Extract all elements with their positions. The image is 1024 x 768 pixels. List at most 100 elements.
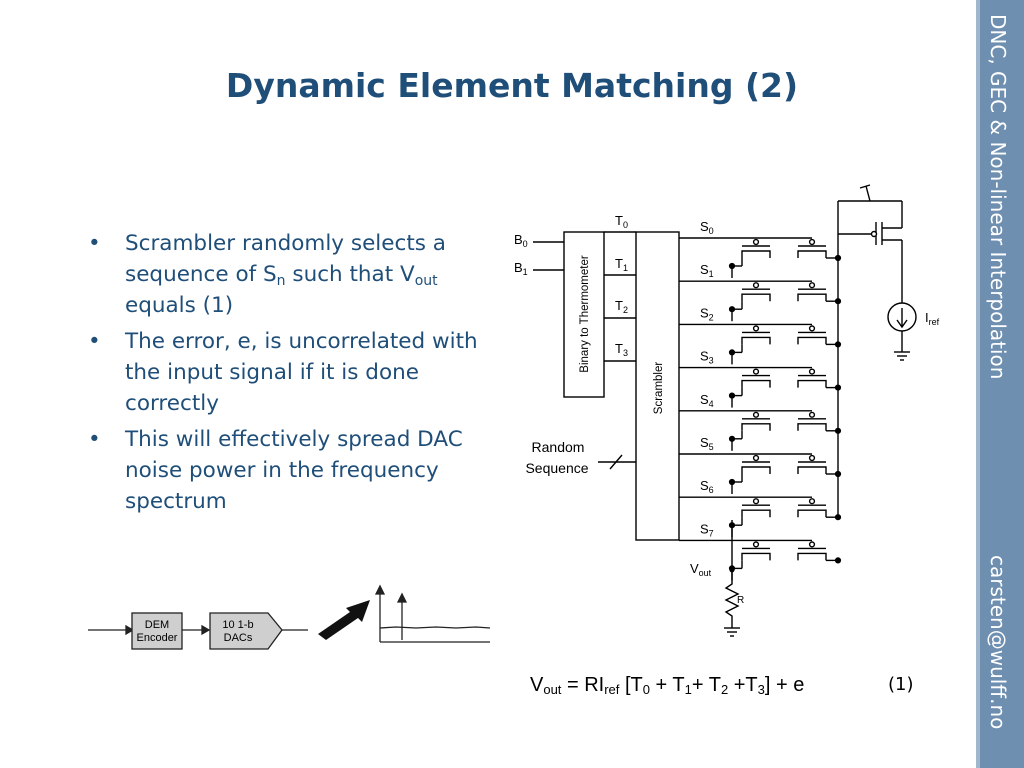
switch-gate-bubble	[808, 411, 816, 418]
bullet-text: This will effectively spread DAC noise p…	[125, 427, 463, 514]
switch-channel	[797, 423, 827, 431]
s-label: S0	[700, 219, 714, 236]
dac-label-line2: DACs	[224, 632, 253, 644]
switch-gate-bubble	[752, 541, 760, 548]
sidebar-band	[976, 0, 1024, 768]
bus-junction-dot	[728, 478, 736, 486]
dem-label-line2: Encoder	[137, 632, 178, 644]
bus-junction-dot	[728, 435, 736, 442]
s-label: S3	[700, 349, 714, 366]
switch-channel	[797, 336, 827, 345]
switch-channel	[797, 509, 827, 518]
t-label: T1	[615, 256, 628, 273]
switch-gate-bubble	[808, 368, 816, 375]
switch-channel	[741, 466, 771, 474]
switch-gate-bubble	[752, 368, 760, 375]
switch-array	[679, 237, 842, 581]
scrambler-label: Scrambler	[653, 362, 665, 415]
b0-label: B0	[514, 232, 528, 249]
bullet-text: equals (1)	[125, 293, 234, 318]
s-label: S6	[700, 478, 714, 495]
equation-number: (1)	[888, 674, 914, 695]
sidebar-edge	[976, 0, 980, 768]
s-label: S4	[700, 392, 714, 409]
switch-channel	[741, 293, 771, 302]
rail-junction-dot	[834, 341, 842, 348]
rail-junction-dot	[834, 298, 842, 305]
sequence-label: Sequence	[525, 460, 588, 476]
bus-junction-dot	[728, 392, 736, 399]
switch-channel	[741, 509, 771, 518]
output-node-dot	[729, 567, 735, 573]
t-label: T2	[615, 298, 628, 315]
t-label: T0	[615, 213, 628, 230]
bullet-subscript: n	[276, 273, 286, 289]
transform-arrow-icon	[318, 600, 370, 640]
sidebar-course-title: DNC, GEC & Non-linear Interpolation	[986, 14, 1010, 380]
bus-slash	[609, 454, 623, 470]
switch-gate-bubble	[752, 238, 760, 246]
switch-gate-bubble	[808, 238, 816, 246]
switch-gate-bubble	[808, 541, 816, 548]
thermometer-block	[563, 231, 605, 398]
random-label: Random	[532, 439, 585, 455]
switch-gate-bubble	[752, 454, 760, 462]
vout-label: Vout	[690, 561, 712, 578]
connect-arrowhead	[201, 624, 211, 636]
switch-channel	[741, 336, 771, 345]
switch-channel	[797, 466, 827, 474]
scrambler-block	[635, 231, 680, 541]
bullet-list: • Scrambler randomly selects a sequence o…	[88, 228, 498, 522]
bus-junction-dot	[728, 262, 736, 270]
thermometer-label: Binary to Thermometer	[579, 255, 591, 373]
bullet-text: Scrambler randomly selects a sequence of…	[125, 231, 446, 287]
resistor-r	[724, 578, 740, 628]
iref-label: Iref	[925, 310, 940, 327]
spectrum-y-arrowhead	[374, 584, 386, 595]
bus-junction-dot	[728, 306, 736, 313]
dac-block	[209, 612, 283, 650]
input-arrowhead	[125, 624, 135, 636]
spectrum-noise-floor	[379, 626, 491, 629]
ref-gate-bubble	[870, 230, 878, 238]
switch-gate-bubble	[752, 498, 760, 505]
switch-channel	[797, 250, 827, 258]
switch-gate-bubble	[752, 325, 760, 332]
dac-label-line1: 10 1-b	[222, 619, 253, 631]
rail-junction-dot	[834, 470, 842, 478]
supply-tick	[859, 184, 871, 189]
rail-junction-dot	[834, 514, 842, 521]
s-label: S1	[700, 262, 714, 279]
switch-channel	[741, 250, 771, 258]
bullet-item: •This will effectively spread DAC noise …	[88, 424, 498, 517]
switch-gate-bubble	[752, 411, 760, 418]
switch-gate-bubble	[808, 282, 816, 289]
switch-channel	[797, 293, 827, 302]
dem-label-line1: DEM	[145, 619, 169, 631]
current-source-arrowhead	[896, 319, 908, 329]
bullet-dot-icon: •	[88, 329, 101, 354]
bullet-item: • Scrambler randomly selects a sequence o…	[88, 228, 498, 321]
bullet-text: The error, e, is uncorrelated with the i…	[125, 329, 478, 416]
switch-channel	[741, 552, 771, 561]
rail-junction-dot	[834, 384, 842, 391]
switch-channel	[741, 423, 771, 431]
rail-junction-dot	[834, 254, 842, 262]
rail-junction-dot	[834, 427, 842, 434]
sidebar-email: carsten@wulff.no	[986, 555, 1010, 730]
s-label: S5	[700, 435, 714, 452]
supply-lead	[865, 185, 871, 202]
bullet-text: such that V	[285, 262, 415, 287]
slide-title: Dynamic Element Matching (2)	[225, 66, 799, 105]
switch-channel	[741, 379, 771, 388]
switch-channel	[797, 379, 827, 388]
dem-encoder-block	[131, 612, 183, 650]
b1-label: B1	[514, 260, 528, 277]
s-label: S2	[700, 305, 714, 322]
spectrum-tone-arrowhead	[396, 592, 408, 603]
bus-junction-dot	[728, 349, 736, 356]
bullet-dot-icon: •	[88, 231, 101, 256]
